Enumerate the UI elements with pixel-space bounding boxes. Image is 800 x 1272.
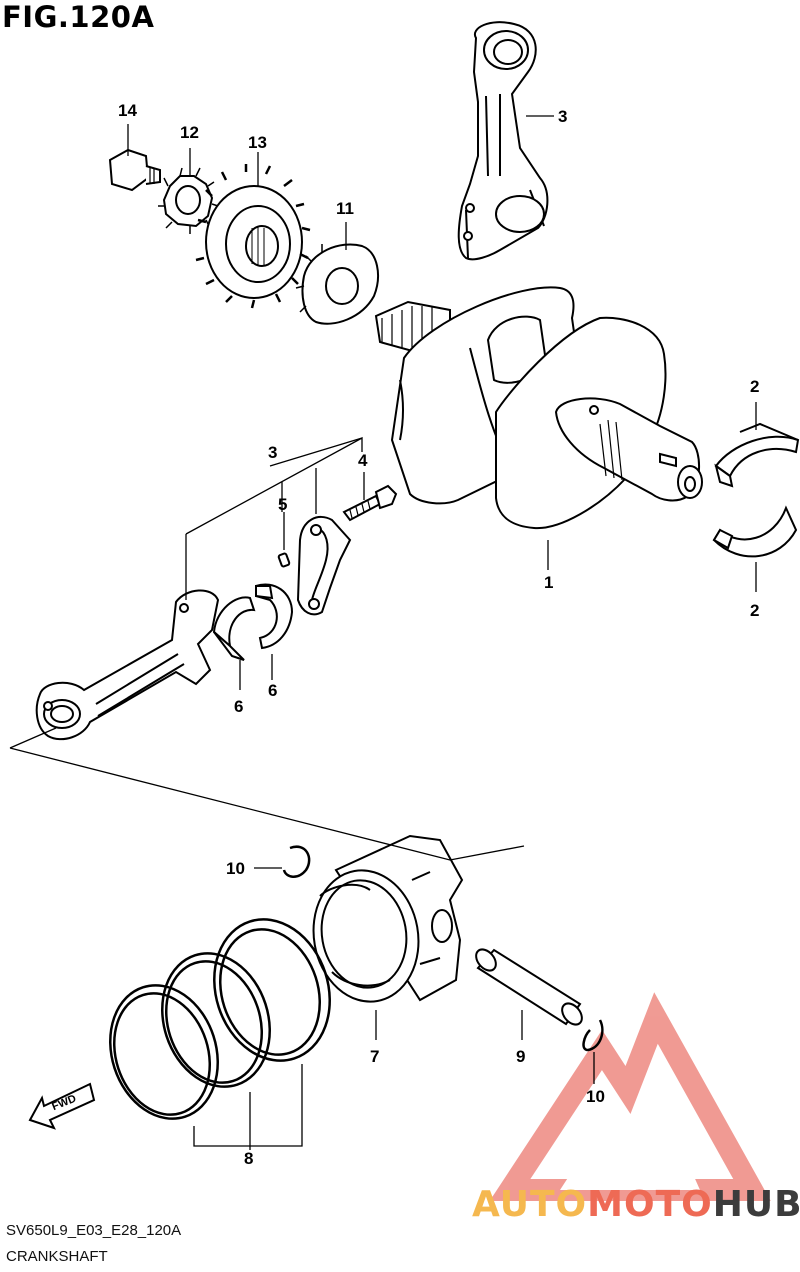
watermark-logo — [489, 992, 771, 1201]
callout-6-left: 6 — [234, 697, 243, 716]
callout-4: 4 — [358, 451, 368, 470]
piston-pin-9 — [475, 948, 583, 1026]
pin-5 — [277, 552, 291, 568]
circlip-10b — [582, 1019, 604, 1052]
callout-1: 1 — [544, 573, 553, 592]
circlip-10a — [282, 845, 311, 878]
callout-13: 13 — [248, 133, 267, 152]
callout-3-top: 3 — [558, 107, 567, 126]
callout-12: 12 — [180, 123, 199, 142]
watermark-text-auto: AUTO — [472, 1184, 588, 1225]
rod-bearing-6b — [255, 583, 294, 650]
callouts: 3 14 12 13 11 2 2 1 3 4 5 6 6 10 7 9 10 … — [118, 101, 759, 1168]
bolt-14 — [108, 148, 161, 192]
callout-5: 5 — [278, 495, 287, 514]
callout-9: 9 — [516, 1047, 525, 1066]
callout-7: 7 — [370, 1047, 379, 1066]
figure-name: CRANKSHAFT — [6, 1248, 108, 1265]
piston-ring-second — [161, 952, 271, 1088]
watermark-text: AUTOMOTOHUB — [472, 1184, 800, 1225]
piston-ring-top — [213, 918, 331, 1062]
callout-10-top: 10 — [226, 859, 245, 878]
callout-6-right: 6 — [268, 681, 277, 700]
rod-bearing-6a — [212, 596, 256, 661]
connecting-rod-top — [457, 21, 549, 261]
leader-lines — [9, 115, 757, 1150]
callout-14: 14 — [118, 101, 137, 120]
rod-cap — [296, 515, 352, 616]
oil-ring — [109, 984, 219, 1120]
washer-11 — [295, 243, 379, 325]
callout-8: 8 — [244, 1149, 253, 1168]
callout-2-bottom: 2 — [750, 601, 759, 620]
callout-10-bottom: 10 — [586, 1087, 605, 1106]
gear-12 — [158, 167, 219, 234]
fwd-arrow: FWD — [28, 1082, 96, 1130]
callout-11: 11 — [336, 199, 354, 218]
crankshaft — [374, 286, 703, 530]
main-bearing-upper — [714, 422, 800, 488]
figure-reference-code: SV650L9_E03_E28_120A — [6, 1222, 182, 1239]
connecting-rod-lower — [35, 589, 220, 741]
piston-7 — [312, 834, 464, 1003]
callout-3-lower: 3 — [268, 443, 277, 462]
callout-2-top: 2 — [750, 377, 759, 396]
bolt-4 — [342, 484, 398, 522]
watermark-text-hub: HUB — [712, 1184, 800, 1225]
watermark-text-moto: MOTO — [587, 1184, 713, 1225]
main-bearing-lower — [712, 505, 798, 558]
gear-13 — [195, 164, 311, 309]
figure-title: FIG.120A — [2, 0, 155, 34]
